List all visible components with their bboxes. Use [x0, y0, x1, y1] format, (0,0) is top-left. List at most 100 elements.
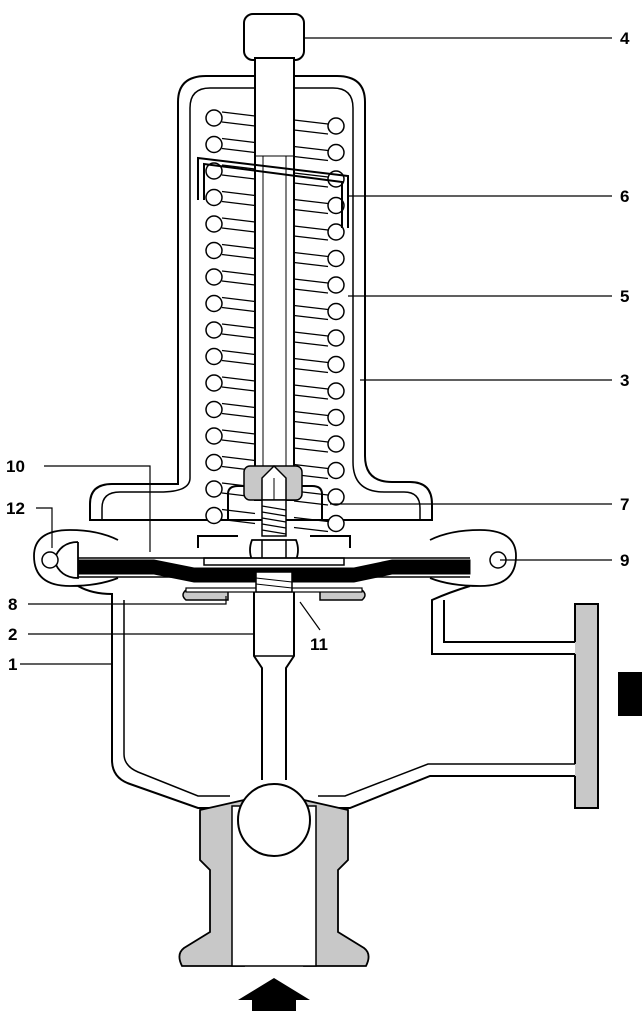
- coil-right: [327, 249, 345, 268]
- coil-left: [205, 347, 223, 366]
- coil-wire: [293, 208, 329, 215]
- coil-wire: [221, 402, 256, 409]
- coil-wire: [221, 147, 256, 154]
- coil-left: [205, 321, 223, 339]
- coil-wire: [221, 190, 256, 197]
- coil-right: [327, 408, 345, 427]
- label-4: 4: [620, 29, 630, 48]
- upper-washer: [203, 557, 345, 566]
- coil-wire: [293, 341, 329, 347]
- coil-wire: [293, 145, 329, 152]
- bonnet-inner: [189, 87, 421, 520]
- thread: [261, 499, 287, 537]
- coil-wire: [221, 439, 256, 445]
- bonnet-outer: [89, 75, 433, 521]
- coil-wire: [221, 323, 256, 329]
- spring-seat: [197, 535, 351, 548]
- coil-wire: [221, 200, 256, 207]
- coil-right: [327, 329, 345, 347]
- coil-left: [205, 427, 223, 445]
- coil-right: [327, 435, 345, 453]
- left-bolt-hole: [41, 551, 59, 569]
- label-12: 12: [6, 499, 25, 518]
- inlet-nozzle-right: [303, 798, 370, 967]
- coil-wire: [293, 129, 329, 135]
- left-ear-outline: [33, 529, 119, 587]
- coil-right: [327, 117, 345, 135]
- coil-wire: [293, 198, 329, 205]
- label-2: 2: [8, 625, 17, 644]
- coil-wire: [221, 412, 256, 419]
- coil-wire: [221, 270, 256, 276]
- coil-wire: [293, 420, 329, 427]
- coil-wire: [221, 306, 256, 313]
- label-11: 11: [310, 635, 328, 654]
- spring-coils-left: [205, 109, 256, 525]
- label-8: 8: [8, 595, 17, 614]
- coil-right: [327, 143, 345, 162]
- coil-wire: [221, 217, 256, 223]
- coil-wire: [293, 261, 329, 268]
- arrow-right-icon: [618, 642, 642, 746]
- coil-left: [205, 241, 223, 260]
- coil-left: [205, 162, 223, 180]
- coil-left: [205, 188, 223, 207]
- coil-wire: [293, 119, 329, 125]
- coil-wire: [293, 172, 329, 178]
- coil-wire: [221, 137, 256, 144]
- spring-plate: [197, 156, 349, 228]
- coil-wire: [221, 376, 256, 382]
- right-ear-outline: [429, 529, 517, 587]
- spindle: [254, 57, 295, 501]
- coil-wire: [293, 384, 329, 390]
- coil-wire: [221, 174, 256, 180]
- coil-wire: [293, 331, 329, 337]
- coil-wire: [293, 182, 329, 188]
- body-right-top: [431, 585, 575, 655]
- coil-wire: [293, 251, 329, 258]
- coil-wire: [293, 357, 329, 364]
- coil-wire: [293, 367, 329, 374]
- coil-wire: [293, 288, 329, 294]
- outlet-flange: [574, 603, 599, 809]
- hex-nut: [249, 539, 299, 561]
- coil-wire: [221, 164, 256, 170]
- inlet-nozzle-left: [178, 798, 245, 967]
- coil-wire: [221, 243, 256, 250]
- valve-ball: [237, 783, 311, 857]
- coil-left: [205, 374, 223, 392]
- spring-coils-right: [293, 117, 345, 533]
- label-1: 1: [8, 655, 17, 674]
- coil-right: [327, 382, 345, 400]
- coil-left: [205, 109, 223, 127]
- coil-right: [327, 488, 345, 506]
- coil-wire: [221, 386, 256, 392]
- coil-left: [205, 400, 223, 419]
- label-3: 3: [620, 371, 629, 390]
- coil-left: [205, 294, 223, 313]
- label-5: 5: [620, 287, 629, 306]
- valve-stem: [253, 592, 295, 780]
- coil-wire: [221, 508, 256, 515]
- coil-wire: [221, 333, 256, 339]
- coil-wire: [221, 359, 256, 366]
- coil-wire: [293, 235, 329, 241]
- coil-wire: [293, 410, 329, 417]
- coil-wire: [293, 463, 329, 470]
- coil-wire: [221, 296, 256, 303]
- coil-wire: [221, 227, 256, 233]
- arrow-up-icon: [238, 978, 310, 1011]
- adjusting-cap: [243, 13, 305, 61]
- coil-wire: [221, 429, 256, 435]
- lock-nut: [255, 571, 293, 593]
- coil-wire: [221, 121, 256, 127]
- coil-right: [327, 461, 345, 480]
- body-outer: [77, 585, 575, 809]
- coil-left: [205, 506, 223, 525]
- coil-right: [327, 196, 345, 215]
- coil-wire: [221, 455, 256, 462]
- coil-left: [205, 215, 223, 233]
- coil-wire: [221, 518, 256, 525]
- coil-right: [327, 302, 345, 321]
